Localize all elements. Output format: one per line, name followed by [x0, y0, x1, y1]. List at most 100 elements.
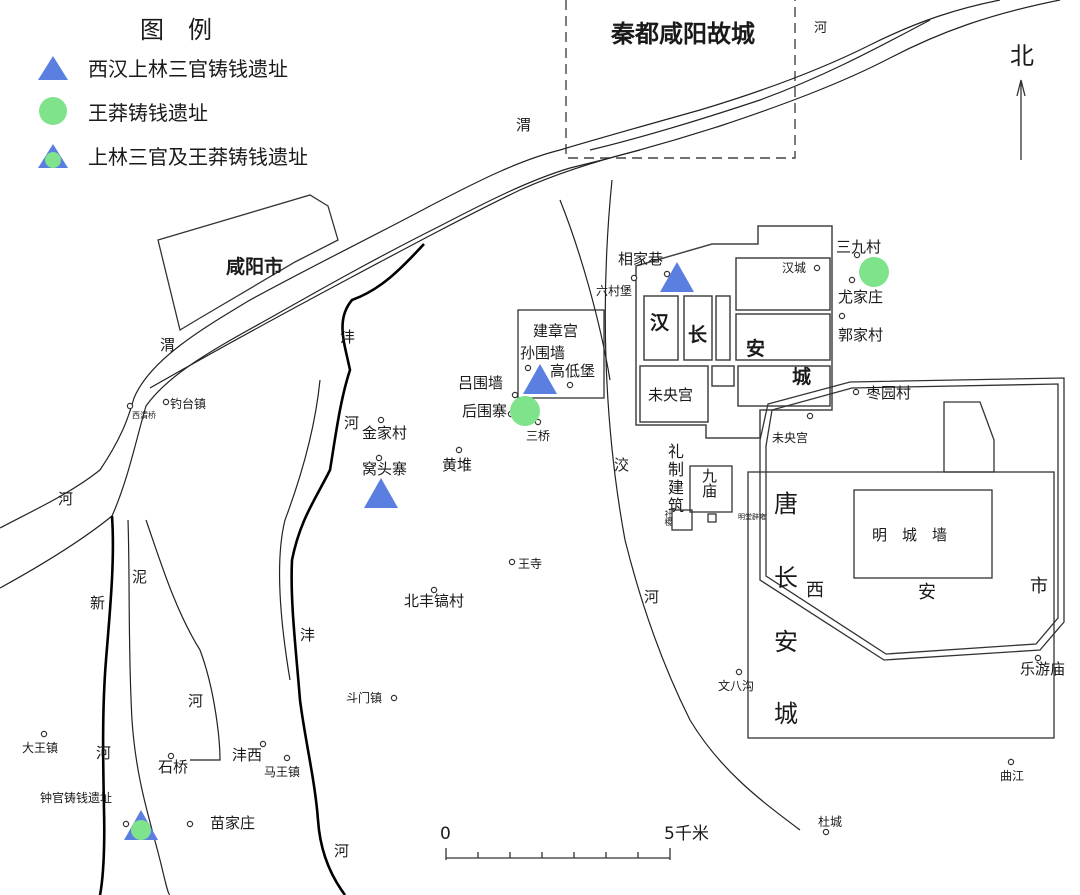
north-label: 北 [1010, 42, 1034, 70]
tang-changan-wall [759, 377, 1065, 661]
wangmang-site-circle-icon [510, 396, 540, 426]
place-dot [126, 402, 134, 410]
place-diaotaizhen: 钓台镇 [170, 397, 207, 411]
region-an: 安 [918, 582, 936, 603]
place-wangsi: 王寺 [518, 557, 543, 571]
han-inner-1 [643, 295, 679, 361]
region-jianzhang: 建章宫 [533, 322, 579, 340]
scale-end: 5千米 [664, 824, 709, 844]
place-dot [630, 274, 638, 282]
place-liucunbao: 六村堡 [596, 284, 633, 298]
sanguan-site-triangle-icon [523, 364, 557, 394]
river-feng-3: 沣 [300, 626, 316, 644]
place-dot [162, 398, 170, 406]
place-jinjiacun: 金家村 [362, 424, 408, 442]
place-youjiazhuang: 尤家庄 [838, 288, 884, 306]
place-miaojiazhuang: 苗家庄 [210, 814, 256, 832]
place-dot [848, 276, 856, 284]
region-shi: 市 [1030, 576, 1048, 597]
han-changan-char-3: 安 [746, 338, 766, 360]
place-dot [455, 446, 463, 454]
place-dot [186, 820, 194, 828]
qin-capital-boundary [565, 0, 796, 159]
place-xiweiqiao: 西渭桥 [132, 411, 156, 420]
place-dot [40, 730, 48, 738]
river-feng-2: 河 [344, 414, 360, 432]
region-qin-xianyang: 秦都咸阳故城 [611, 20, 755, 48]
river-feng-1: 沣 [340, 328, 356, 346]
lizhi-char-3: 建 [668, 478, 685, 497]
xin-river [98, 515, 115, 895]
place-dot [508, 558, 516, 566]
ritual-small-rect [707, 513, 717, 523]
place-zhongguan: 钟官铸钱遗址 [40, 791, 113, 805]
place-wotouzhai: 窝头寨 [362, 460, 408, 478]
wei-river-channel-2 [589, 19, 931, 151]
place-dot [838, 312, 846, 320]
han-changan-char-2: 长 [688, 324, 708, 346]
river-hao-1: 洨 [614, 456, 630, 474]
region-xianyang-city: 咸阳市 [226, 256, 284, 278]
river-xin-4: 河 [96, 744, 112, 762]
legend-item-sanguan: 西汉上林三官铸钱遗址 [36, 52, 288, 82]
wei-river-channel [149, 149, 641, 389]
han-inner-3 [715, 295, 731, 361]
place-mawangzhen: 马王镇 [264, 765, 301, 779]
lizhi-char-2: 制 [668, 460, 685, 479]
legend-item-wangmang: 王莽铸钱遗址 [36, 96, 208, 126]
place-dot [375, 454, 383, 462]
place-dot [822, 828, 830, 836]
place-sheji: 社稷 [664, 510, 673, 526]
han-inner-2 [683, 295, 713, 361]
place-wenbagou: 文八沟 [718, 679, 755, 693]
region-ming-wall: 明 城 墙 [872, 526, 948, 544]
place-dot [511, 391, 519, 399]
place-dot [430, 586, 438, 594]
place-dot [167, 752, 175, 760]
place-dot [806, 412, 814, 420]
tang-changan-outer [747, 471, 1055, 739]
blue-triangle-icon [38, 56, 68, 80]
jiumiao-rect [689, 465, 733, 513]
weiyang-palace-rect [639, 365, 709, 423]
place-dot [283, 754, 291, 762]
tang-changan-char-3: 安 [774, 628, 798, 656]
river-feng-4: 河 [334, 842, 350, 860]
xin-river-east [145, 519, 221, 761]
place-dots [40, 251, 1042, 836]
tang-changan-wall-inner [765, 383, 1059, 655]
place-zaoyuancun: 枣园村 [866, 384, 912, 402]
region-weiyang: 未央宫 [648, 386, 694, 404]
river-xin-1: 新 [90, 594, 106, 612]
xin-river-inner [127, 519, 171, 895]
jianzhang-palace-rect [517, 309, 605, 399]
han-inner-7 [711, 365, 735, 387]
place-dot [1007, 758, 1015, 766]
river-wei-4: 河 [814, 21, 828, 36]
green-circle-icon [39, 97, 67, 125]
place-fengxi: 沣西 [232, 746, 263, 764]
wei-river-south-bank [0, 0, 1061, 589]
place-sanqiao: 三桥 [526, 429, 551, 443]
place-dot [566, 381, 574, 389]
river-xin-3: 河 [188, 692, 204, 710]
triangle-circle-icon [38, 144, 68, 168]
lizhi-char-1: 礼 [668, 442, 685, 461]
tang-changan-char-2: 长 [774, 564, 798, 592]
place-mingtang: 明堂辟雍 [738, 513, 766, 521]
place-dot [853, 251, 861, 259]
place-dot [735, 668, 743, 676]
region-xi: 西 [806, 580, 824, 601]
both-site-circle-icon [131, 820, 151, 840]
place-dot [390, 694, 398, 702]
place-dot [813, 264, 821, 272]
hao-river [604, 179, 801, 831]
place-hancheng: 汉城 [782, 261, 807, 275]
legend-item-both: 上林三官及王莽铸钱遗址 [36, 140, 308, 170]
sanguan-site-triangle-icon [364, 478, 398, 508]
place-beifenghaocun: 北丰镐村 [404, 592, 465, 610]
place-sanjiucun: 三九村 [836, 238, 882, 256]
han-changan-char-4: 城 [792, 366, 812, 388]
river-wei-1: 渭 [516, 116, 532, 134]
